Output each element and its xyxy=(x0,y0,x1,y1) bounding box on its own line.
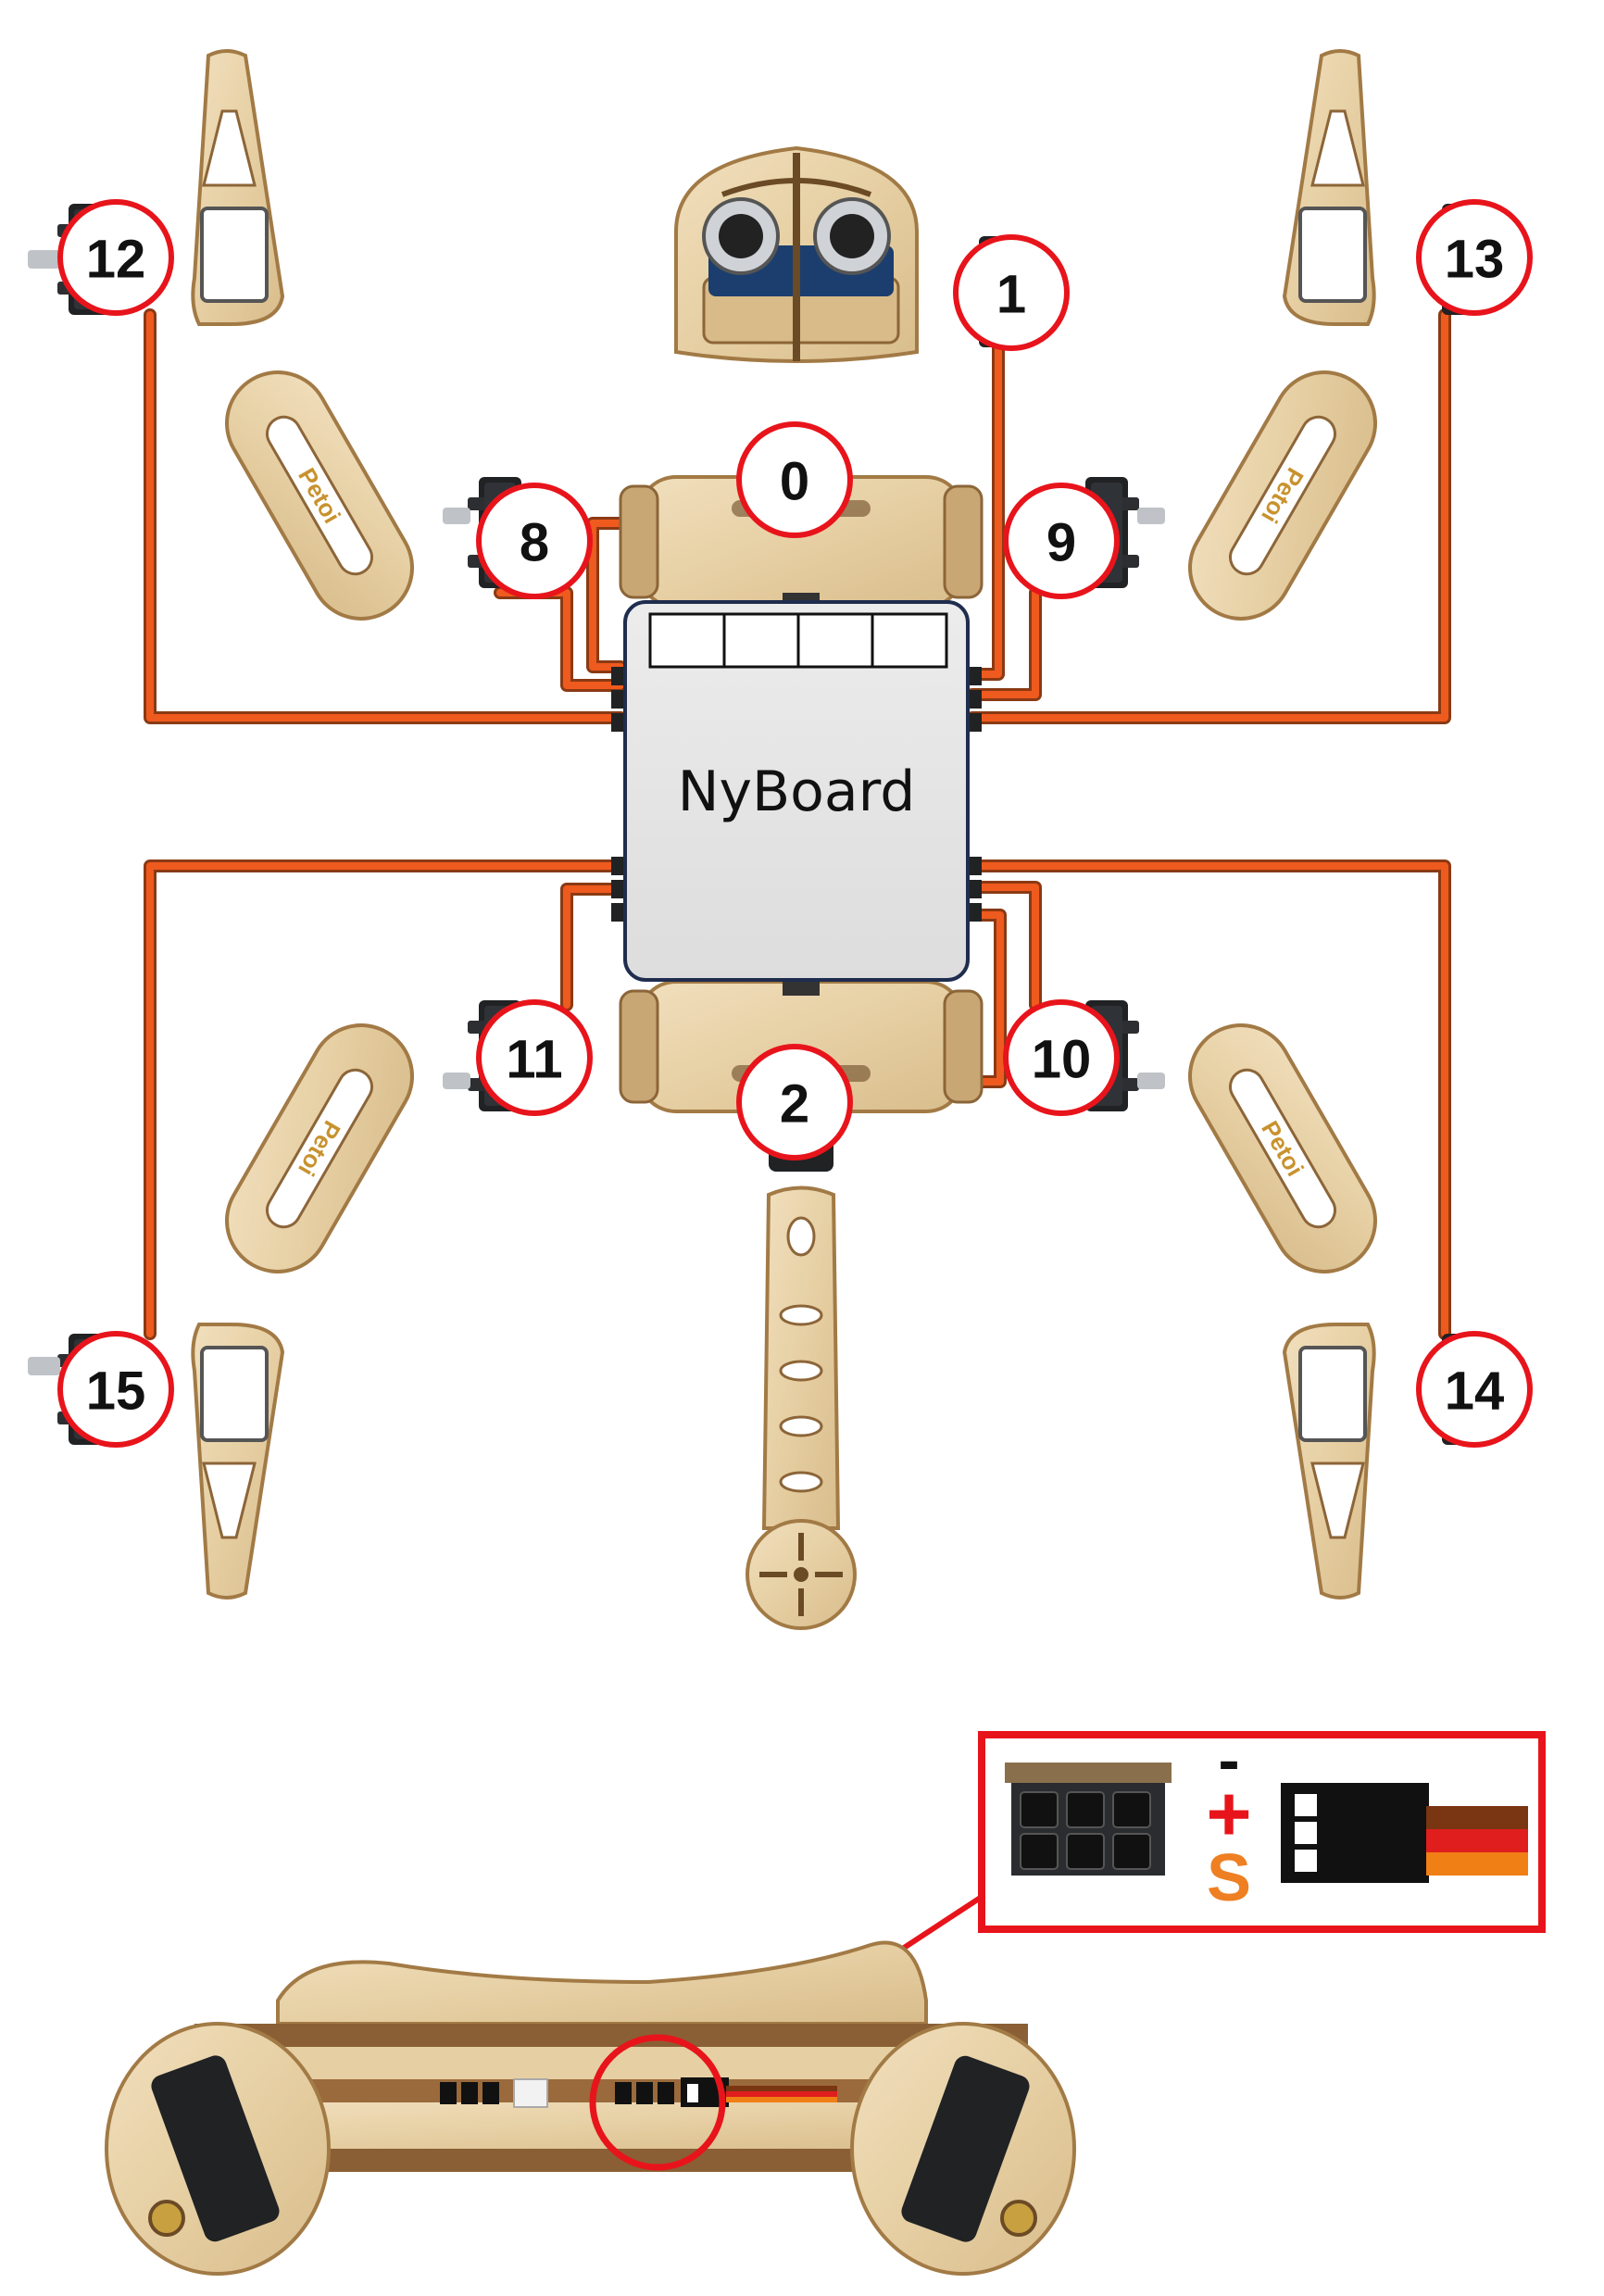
svg-text:10: 10 xyxy=(1032,1030,1092,1090)
head-ultrasonic-sensor xyxy=(674,145,919,363)
svg-text:11: 11 xyxy=(506,1030,562,1090)
tail-piece xyxy=(746,1186,857,1630)
upper-leg-front-right: Petoi xyxy=(1188,370,1377,621)
side-view-right-disc xyxy=(850,2022,1076,2276)
lower-leg-front-left xyxy=(191,49,285,326)
servo-label-14: 14 xyxy=(1416,1331,1533,1448)
servo-number-labels: 12 13 1 0 8 9 11 10 xyxy=(57,199,1533,1448)
servo-label-13: 13 xyxy=(1416,199,1533,316)
servo-label-1: 1 xyxy=(953,234,1070,351)
upper-leg-rear-right: Petoi xyxy=(1188,1023,1377,1273)
upper-leg-front-left: Petoi xyxy=(225,370,414,621)
svg-text:14: 14 xyxy=(1445,1361,1505,1422)
pin-minus-label: - xyxy=(1218,1724,1239,1796)
servo-label-0: 0 xyxy=(736,421,853,538)
svg-text:12: 12 xyxy=(86,230,146,290)
servo-label-2: 2 xyxy=(736,1044,853,1161)
pin-detail-callout: - + S xyxy=(730,1724,1546,2064)
servo-label-15: 15 xyxy=(57,1331,174,1448)
nyboard: NyBoard xyxy=(611,600,982,982)
servo-label-11: 11 xyxy=(476,999,593,1116)
nyboard-pin-headers-right xyxy=(967,667,982,922)
side-view-callout-ring xyxy=(589,2034,726,2171)
lower-leg-front-right xyxy=(1282,49,1376,326)
robot-side-view xyxy=(105,1940,1076,2276)
side-view-left-disc xyxy=(105,2022,331,2276)
pin-plus-label: + xyxy=(1206,1770,1251,1857)
svg-text:8: 8 xyxy=(520,513,549,573)
lower-leg-rear-right xyxy=(1282,1323,1376,1600)
nyboard-panel xyxy=(623,600,970,982)
nyboard-pin-headers-left xyxy=(611,667,626,922)
svg-text:0: 0 xyxy=(780,452,809,512)
lower-leg-pieces xyxy=(191,49,1376,1600)
nyboard-label: NyBoard xyxy=(678,759,916,824)
upper-leg-links: Petoi Petoi Petoi Petoi xyxy=(225,370,1377,1273)
servo-label-8: 8 xyxy=(476,483,593,599)
pin-signal-label: S xyxy=(1207,1841,1251,1915)
servo-label-10: 10 xyxy=(1003,999,1120,1116)
svg-text:9: 9 xyxy=(1046,513,1076,573)
lower-leg-rear-left xyxy=(191,1323,285,1600)
svg-text:15: 15 xyxy=(86,1361,146,1422)
upper-leg-rear-left: Petoi xyxy=(225,1023,414,1273)
pin-header-block xyxy=(1005,1763,1172,1876)
svg-text:2: 2 xyxy=(780,1074,809,1135)
servo-label-12: 12 xyxy=(57,199,174,316)
svg-text:13: 13 xyxy=(1445,230,1505,290)
svg-text:1: 1 xyxy=(996,265,1026,325)
nyboard-header-slots xyxy=(648,612,948,669)
servo-label-9: 9 xyxy=(1003,483,1120,599)
servo-connector xyxy=(1281,1783,1528,1883)
